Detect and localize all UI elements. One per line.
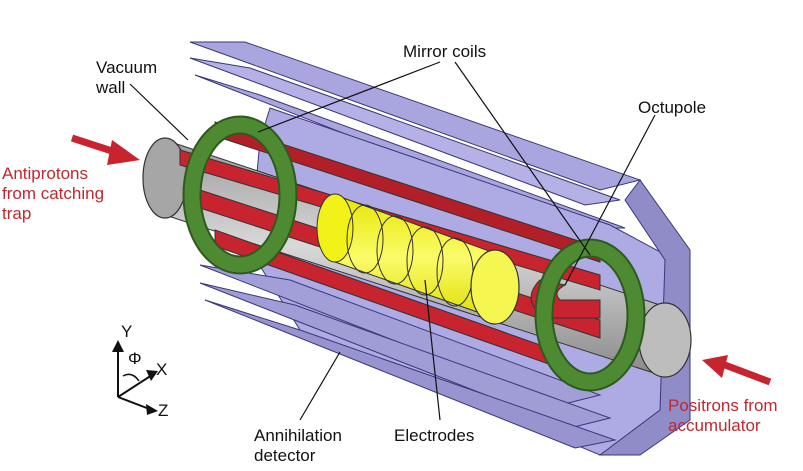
tube-right-end	[638, 302, 692, 378]
phi-arc	[122, 373, 140, 382]
detector-stave	[204, 299, 617, 449]
mirror-coils-label: Mirror coils	[403, 42, 487, 61]
mirror-coil-left-face	[184, 117, 296, 273]
detector-stave	[189, 57, 621, 206]
leader-octupole	[564, 114, 656, 286]
positron-arrow-head	[702, 355, 728, 378]
axis-z-label: Z	[158, 401, 169, 420]
electrodes	[316, 193, 520, 325]
positrons-label: Positrons from accumulator	[668, 396, 778, 435]
leader-mirror-coil-left	[257, 61, 441, 133]
antiprotons-label: Antiprotons from catching trap	[2, 164, 105, 223]
z-axis	[117, 396, 153, 411]
axis-phi-label: Φ	[128, 349, 142, 368]
axis-y-label: Y	[121, 322, 133, 341]
x-axis-head	[146, 370, 158, 381]
annihilation-detector-label: Annihilation detector	[254, 426, 342, 465]
electrodes-label: Electrodes	[394, 426, 475, 445]
leader-annihilation-detector	[299, 351, 341, 421]
leader-mirror-coil-right	[454, 61, 591, 256]
octupole-label: Octupole	[638, 98, 707, 117]
x-axis	[117, 374, 153, 398]
vacuum-wall-label: Vacuum wall	[96, 58, 158, 97]
coordinate-axes	[112, 340, 158, 415]
positron-arrow-shaft	[723, 361, 772, 386]
leader-lines	[129, 61, 656, 421]
electrode-ring	[406, 226, 444, 296]
detector-edge	[598, 179, 691, 456]
electrode-ring	[346, 204, 384, 274]
antiproton-arrow-head	[107, 140, 140, 165]
leader-electrodes	[424, 279, 441, 421]
mirror-coil-right-face	[536, 240, 644, 390]
antiproton-arrow-shaft	[70, 134, 117, 156]
axis-x-label: X	[156, 360, 168, 379]
electrode-ring	[376, 215, 414, 285]
beam-arrows	[70, 134, 772, 386]
detector-stave	[199, 282, 612, 429]
y-axis-head	[112, 340, 124, 352]
z-axis-head	[146, 404, 158, 415]
electrode-end	[470, 249, 520, 325]
electrode-ring	[316, 193, 354, 263]
mirror-coils	[182, 115, 646, 392]
leader-vacuum-wall	[129, 83, 189, 141]
